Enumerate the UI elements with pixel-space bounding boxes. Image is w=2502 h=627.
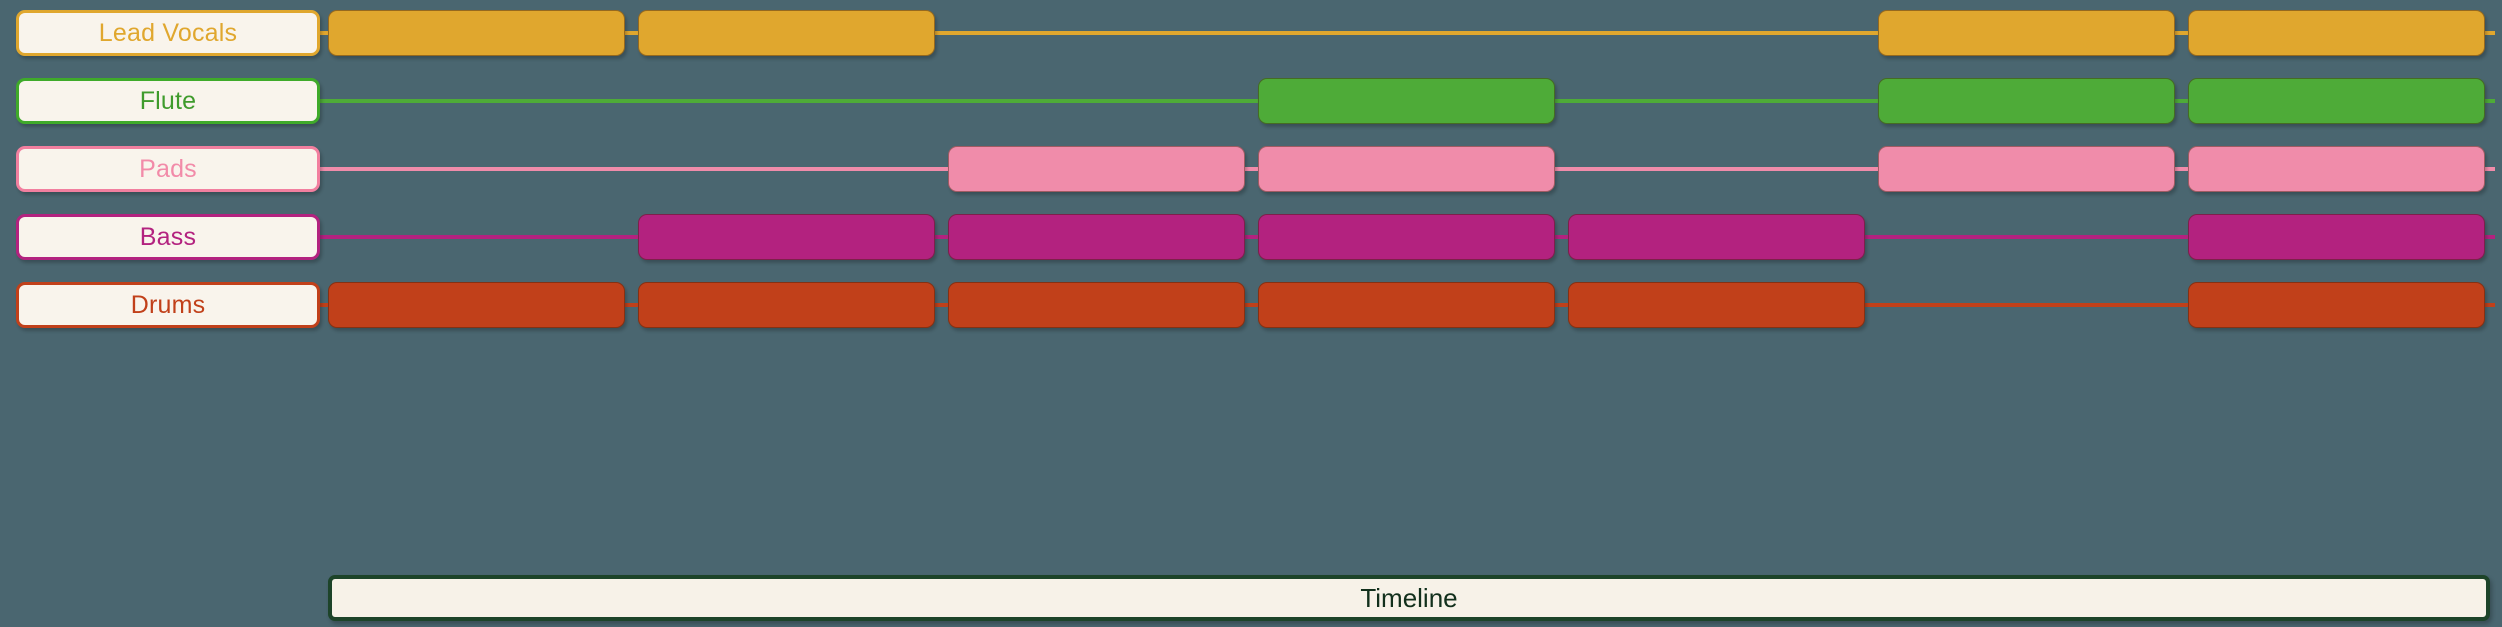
clip-bass-2[interactable]	[948, 214, 1245, 260]
clip-pads-3[interactable]	[1258, 146, 1555, 192]
track-row-pads: Pads	[0, 146, 2502, 194]
clip-bass-3[interactable]	[1258, 214, 1555, 260]
track-label-text: Flute	[139, 86, 197, 115]
track-label-drums[interactable]: Drums	[16, 282, 320, 328]
clip-drums-2[interactable]	[948, 282, 1245, 328]
clip-pads-6[interactable]	[2188, 146, 2485, 192]
timeline-bar[interactable]: Timeline	[328, 575, 2490, 621]
clip-lead-vocals-6[interactable]	[2188, 10, 2485, 56]
clip-bass-6[interactable]	[2188, 214, 2485, 260]
clip-drums-4[interactable]	[1568, 282, 1865, 328]
track-label-lead-vocals[interactable]: Lead Vocals	[16, 10, 320, 56]
clip-bass-4[interactable]	[1568, 214, 1865, 260]
track-label-text: Lead Vocals	[98, 18, 238, 47]
track-label-pads[interactable]: Pads	[16, 146, 320, 192]
track-row-flute: Flute	[0, 78, 2502, 126]
clip-lead-vocals-5[interactable]	[1878, 10, 2175, 56]
track-label-text: Bass	[139, 222, 197, 251]
clip-flute-3[interactable]	[1258, 78, 1555, 124]
clip-pads-5[interactable]	[1878, 146, 2175, 192]
clip-drums-6[interactable]	[2188, 282, 2485, 328]
clip-drums-3[interactable]	[1258, 282, 1555, 328]
track-row-drums: Drums	[0, 282, 2502, 330]
track-label-bass[interactable]: Bass	[16, 214, 320, 260]
clip-bass-1[interactable]	[638, 214, 935, 260]
track-row-lead-vocals: Lead Vocals	[0, 10, 2502, 58]
track-label-flute[interactable]: Flute	[16, 78, 320, 124]
clip-drums-1[interactable]	[638, 282, 935, 328]
clip-lead-vocals-0[interactable]	[328, 10, 625, 56]
clip-flute-5[interactable]	[1878, 78, 2175, 124]
clip-lead-vocals-1[interactable]	[638, 10, 935, 56]
track-label-text: Drums	[130, 290, 206, 319]
clip-drums-0[interactable]	[328, 282, 625, 328]
clip-pads-2[interactable]	[948, 146, 1245, 192]
clip-flute-6[interactable]	[2188, 78, 2485, 124]
timeline-label: Timeline	[1360, 582, 1458, 613]
track-connector-line-lead-vocals	[320, 31, 2495, 35]
track-label-text: Pads	[139, 154, 197, 183]
track-row-bass: Bass	[0, 214, 2502, 262]
